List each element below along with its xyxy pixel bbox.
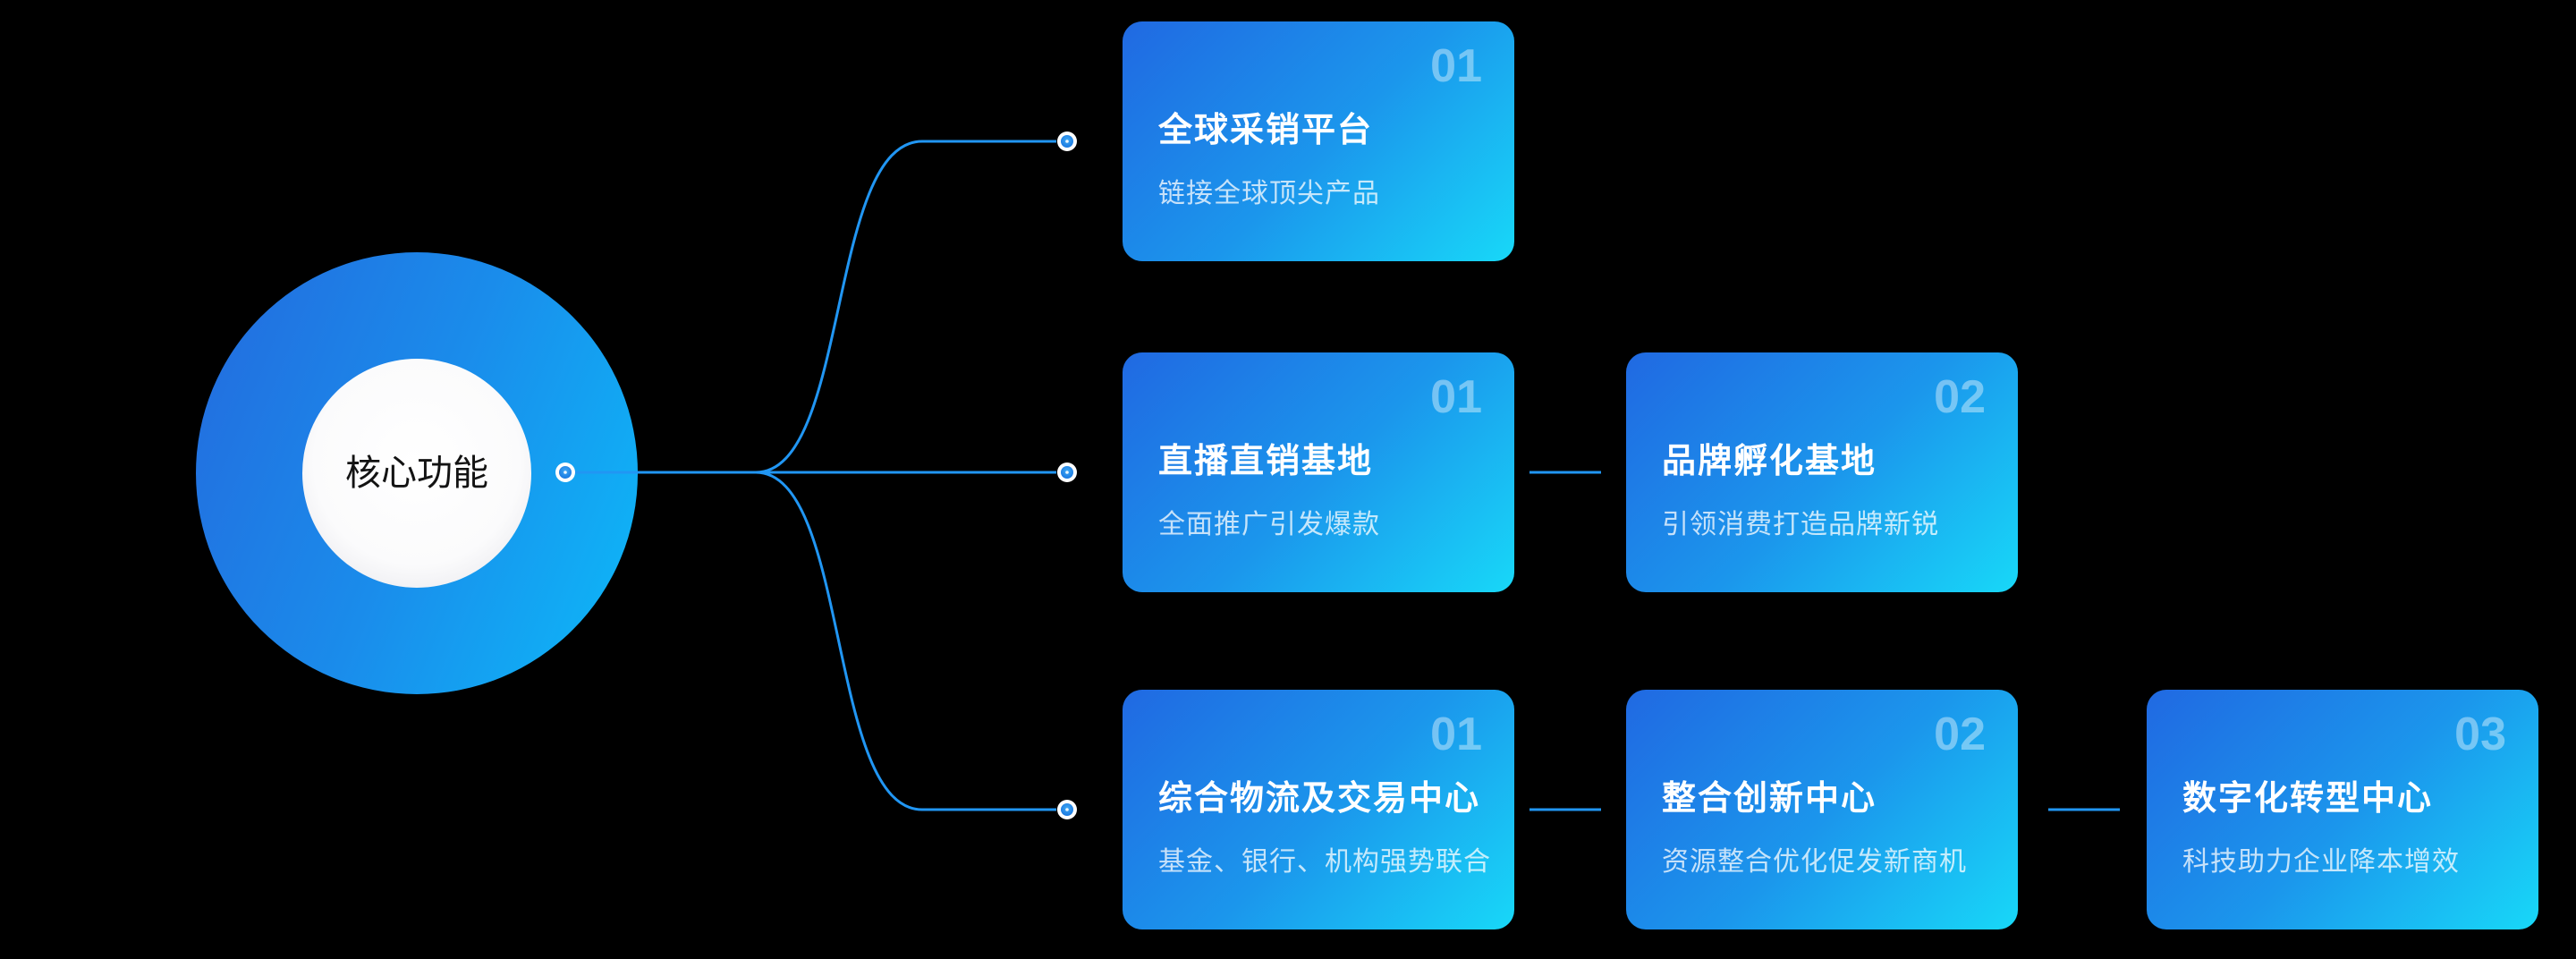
card-title: 整合创新中心 bbox=[1662, 780, 1877, 818]
card-subtitle: 链接全球顶尖产品 bbox=[1158, 179, 1380, 208]
core-circle-inner bbox=[302, 359, 531, 588]
core-label: 核心功能 bbox=[345, 454, 488, 493]
card-title: 数字化转型中心 bbox=[2182, 780, 2434, 818]
connector-dot-row1 bbox=[1057, 132, 1077, 151]
card-subtitle: 引领消费打造品牌新锐 bbox=[1662, 510, 1939, 539]
card-subtitle: 基金、银行、机构强势联合 bbox=[1158, 847, 1491, 877]
feature-card-livestream-base: 01 直播直销基地 全面推广引发爆款 bbox=[1123, 352, 1514, 592]
connector-branch-bottom bbox=[575, 471, 1056, 811]
card-number: 02 bbox=[1934, 371, 1986, 423]
feature-card-logistics-trade-center: 01 综合物流及交易中心 基金、银行、机构强势联合 bbox=[1123, 690, 1514, 929]
card-number: 01 bbox=[1430, 709, 1482, 760]
feature-card-brand-incubation: 02 品牌孵化基地 引领消费打造品牌新锐 bbox=[1626, 352, 2018, 592]
connector-branch-top bbox=[575, 140, 1056, 474]
card-number: 02 bbox=[1934, 709, 1986, 760]
card-title: 品牌孵化基地 bbox=[1662, 443, 1877, 480]
connector-dot-hub bbox=[555, 463, 575, 482]
connector-dot-row2 bbox=[1057, 463, 1077, 482]
card-title: 全球采销平台 bbox=[1158, 112, 1374, 149]
card-subtitle: 科技助力企业降本增效 bbox=[2182, 847, 2460, 877]
card-subtitle: 资源整合优化促发新商机 bbox=[1662, 847, 1967, 877]
connector-dot-row3 bbox=[1057, 800, 1077, 819]
card-number: 03 bbox=[2454, 709, 2506, 760]
card-number: 01 bbox=[1430, 371, 1482, 423]
card-title: 综合物流及交易中心 bbox=[1158, 780, 1481, 818]
card-title: 直播直销基地 bbox=[1158, 443, 1374, 480]
feature-card-digital-transformation-center: 03 数字化转型中心 科技助力企业降本增效 bbox=[2147, 690, 2538, 929]
feature-card-global-sourcing: 01 全球采销平台 链接全球顶尖产品 bbox=[1123, 21, 1514, 261]
feature-card-integration-innovation-center: 02 整合创新中心 资源整合优化促发新商机 bbox=[1626, 690, 2018, 929]
card-subtitle: 全面推广引发爆款 bbox=[1158, 510, 1380, 539]
card-number: 01 bbox=[1430, 40, 1482, 92]
